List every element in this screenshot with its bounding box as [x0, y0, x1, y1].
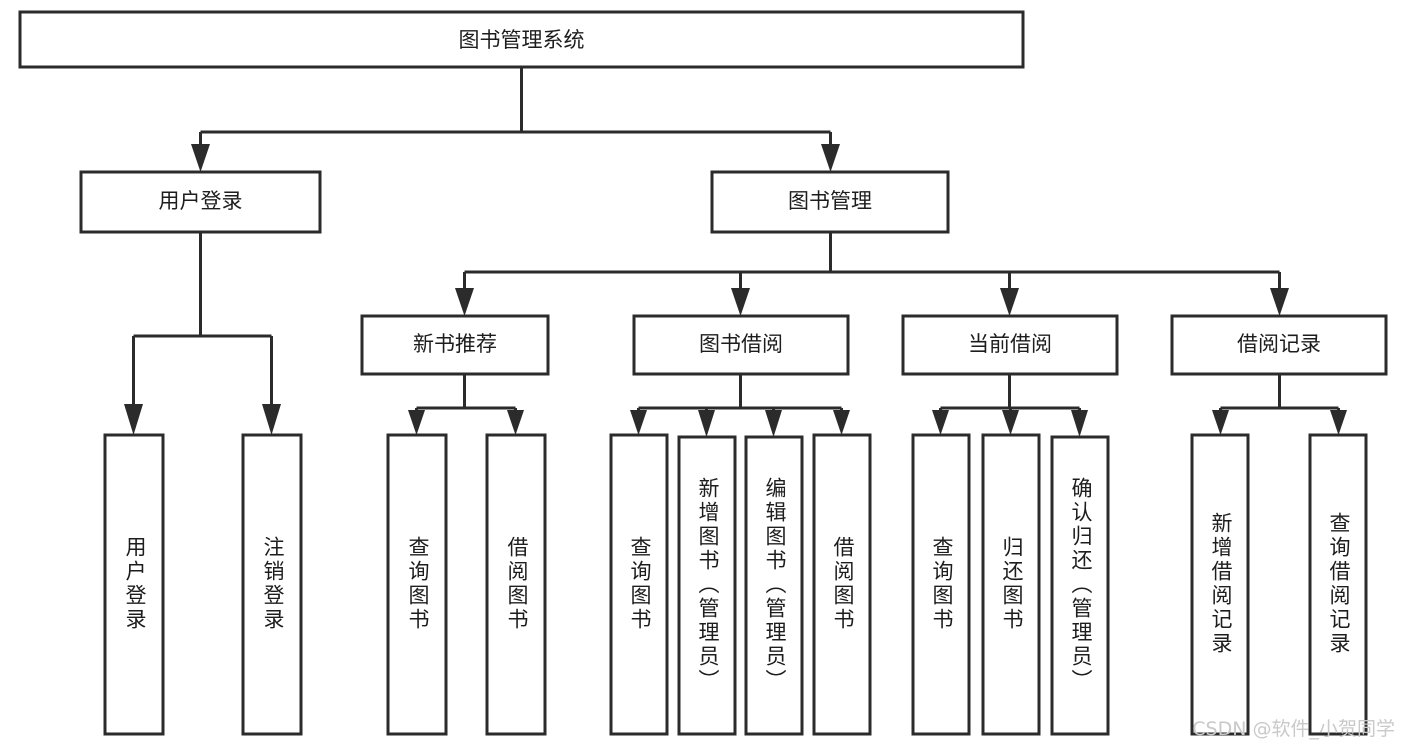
- arrow-to-leaf-query-borrow-record: [1330, 410, 1347, 435]
- arrow-to-leaf-query-book-current: [932, 410, 949, 435]
- node-leaf-edit-book-admin[interactable]: 编辑图书（管理员）: [744, 435, 804, 736]
- node-book-borrow[interactable]: 图书借阅: [632, 314, 850, 376]
- node-root-label: 图书管理系统: [459, 28, 585, 52]
- node-leaf-logout-login-label: 注销登录: [261, 536, 285, 632]
- node-leaf-query-book-borrow-label: 查询图书: [628, 536, 652, 632]
- node-leaf-confirm-return-admin-label: 确认归还（管理员）: [1069, 477, 1093, 693]
- node-leaf-borrow-book[interactable]: 借阅图书: [812, 433, 872, 736]
- node-leaf-borrow-book-recommend[interactable]: 借阅图书: [485, 433, 547, 736]
- node-leaf-add-borrow-record[interactable]: 新增借阅记录: [1190, 433, 1250, 736]
- arrow-to-leaf-add-borrow-record: [1212, 410, 1229, 435]
- arrow-to-leaf-user-login: [124, 404, 143, 435]
- node-leaf-return-book-label: 归还图书: [1000, 536, 1024, 632]
- node-new-book-recommend-label: 新书推荐: [413, 332, 497, 356]
- node-book-borrow-box[interactable]: [632, 314, 850, 376]
- node-leaf-confirm-return-admin-box[interactable]: [1050, 435, 1110, 736]
- arrow-to-leaf-logout-login: [262, 404, 281, 435]
- csdn-watermark: CSDN @软件_小贺同学: [1192, 718, 1395, 740]
- node-leaf-add-book-admin-label: 新增图书（管理员）: [696, 477, 720, 693]
- node-leaf-confirm-return-admin[interactable]: 确认归还（管理员）: [1050, 435, 1110, 736]
- node-new-book-recommend[interactable]: 新书推荐: [360, 314, 550, 376]
- node-borrow-record-box[interactable]: [1170, 314, 1388, 376]
- node-current-borrow[interactable]: 当前借阅: [901, 314, 1119, 376]
- node-root-box[interactable]: [18, 10, 1025, 69]
- node-leaf-add-borrow-record-label: 新增借阅记录: [1209, 512, 1233, 656]
- arrow-to-current-borrow: [1000, 288, 1019, 316]
- node-leaf-query-book-borrow-box[interactable]: [609, 433, 669, 736]
- node-leaf-query-book-current-box[interactable]: [911, 433, 971, 736]
- node-leaf-user-login-label: 用户登录: [123, 536, 147, 632]
- node-current-borrow-label: 当前借阅: [968, 332, 1052, 356]
- node-book-borrow-label: 图书借阅: [699, 332, 783, 356]
- node-root[interactable]: 图书管理系统: [18, 10, 1025, 69]
- node-leaf-edit-book-admin-label: 编辑图书（管理员）: [763, 477, 787, 693]
- arrow-to-leaf-borrow-book: [833, 410, 850, 435]
- node-leaf-add-book-admin-box[interactable]: [677, 435, 737, 736]
- arrow-to-user-login: [191, 144, 210, 172]
- arrow-to-leaf-borrow-book-recommend: [507, 410, 524, 435]
- node-layer: 图书管理系统 用户登录 图书管理 新书推荐 图书借阅: [18, 10, 1388, 736]
- node-borrow-record-label: 借阅记录: [1237, 332, 1321, 356]
- node-book-management-box[interactable]: [710, 170, 950, 234]
- node-book-management-label: 图书管理: [788, 189, 872, 213]
- node-current-borrow-box[interactable]: [901, 314, 1119, 376]
- node-leaf-borrow-book-box[interactable]: [812, 433, 872, 736]
- node-leaf-query-borrow-record[interactable]: 查询借阅记录: [1308, 433, 1368, 736]
- arrow-to-leaf-add-book-admin: [698, 410, 715, 437]
- node-leaf-query-book-recommend-box[interactable]: [386, 433, 448, 736]
- node-leaf-query-borrow-record-label: 查询借阅记录: [1327, 512, 1351, 656]
- node-leaf-return-book-box[interactable]: [981, 433, 1041, 736]
- node-leaf-user-login-box[interactable]: [103, 433, 165, 736]
- node-leaf-borrow-book-recommend-box[interactable]: [485, 433, 547, 736]
- node-new-book-recommend-box[interactable]: [360, 314, 550, 376]
- arrow-to-borrow-record: [1270, 288, 1289, 316]
- node-leaf-query-book-borrow[interactable]: 查询图书: [609, 433, 669, 736]
- node-leaf-query-book-current-label: 查询图书: [930, 536, 954, 632]
- node-book-management[interactable]: 图书管理: [710, 170, 950, 234]
- node-leaf-add-borrow-record-box[interactable]: [1190, 433, 1250, 736]
- node-leaf-user-login[interactable]: 用户登录: [103, 433, 165, 736]
- edge-layer: [124, 67, 1347, 437]
- node-leaf-borrow-book-label: 借阅图书: [831, 536, 855, 632]
- node-leaf-return-book[interactable]: 归还图书: [981, 433, 1041, 736]
- node-user-login[interactable]: 用户登录: [79, 170, 322, 234]
- arrow-to-book-management: [821, 144, 840, 172]
- arrow-to-new-book-recommend: [455, 288, 474, 316]
- arrow-to-leaf-edit-book-admin: [765, 410, 782, 437]
- node-leaf-query-book-recommend[interactable]: 查询图书: [386, 433, 448, 736]
- node-user-login-label: 用户登录: [159, 189, 243, 213]
- arrow-to-leaf-confirm-return-admin: [1071, 410, 1088, 437]
- node-leaf-query-borrow-record-box[interactable]: [1308, 433, 1368, 736]
- arrow-to-leaf-query-book-recommend: [408, 410, 425, 435]
- node-leaf-borrow-book-recommend-label: 借阅图书: [505, 536, 529, 632]
- arrow-to-leaf-query-book-borrow: [630, 410, 647, 435]
- arrow-to-book-borrow: [731, 288, 750, 316]
- node-leaf-query-book-current[interactable]: 查询图书: [911, 433, 971, 736]
- node-borrow-record[interactable]: 借阅记录: [1170, 314, 1388, 376]
- node-leaf-edit-book-admin-box[interactable]: [744, 435, 804, 736]
- node-user-login-box[interactable]: [79, 170, 322, 234]
- node-leaf-add-book-admin[interactable]: 新增图书（管理员）: [677, 435, 737, 736]
- node-leaf-query-book-recommend-label: 查询图书: [406, 536, 430, 632]
- node-leaf-logout-login-box[interactable]: [241, 433, 303, 736]
- arrow-to-leaf-return-book: [1002, 410, 1019, 435]
- node-leaf-logout-login[interactable]: 注销登录: [241, 433, 303, 736]
